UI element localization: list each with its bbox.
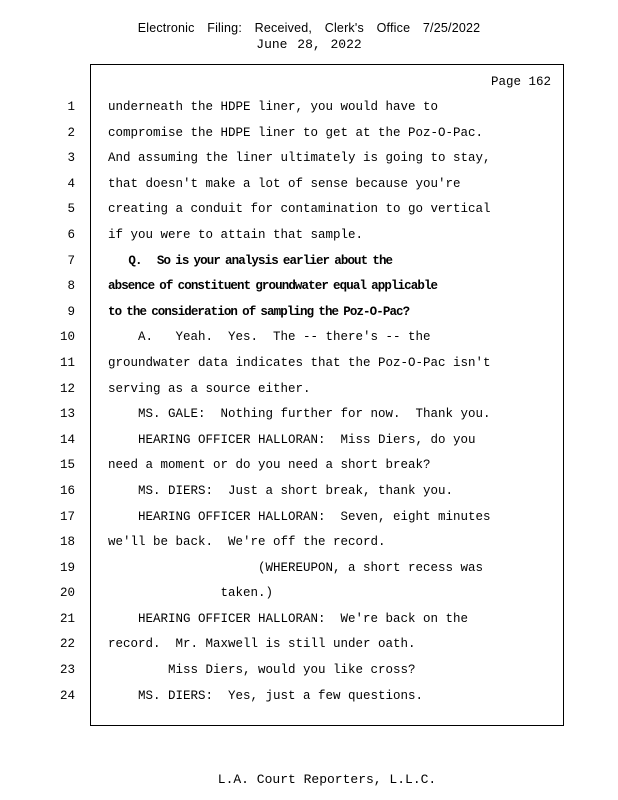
line-number: 11 xyxy=(59,355,75,370)
line-number: 4 xyxy=(67,176,75,191)
line-number: 21 xyxy=(59,611,75,626)
reporter-footer: L.A. Court Reporters, L.L.C. 312-419-929… xyxy=(90,740,564,800)
line-number: 17 xyxy=(59,509,75,524)
transcript-line: 8 absence of constituent groundwater equ… xyxy=(67,274,563,300)
transcript-line: 19 (WHEREUPON, a short recess was xyxy=(60,556,563,582)
page-number: Page 162 xyxy=(490,75,551,89)
line-text: we'll be back. We're off the record. xyxy=(108,535,386,550)
transcript-line: 10 A. Yeah. Yes. The -- there's -- the xyxy=(60,325,563,351)
line-text: that doesn't make a lot of sense because… xyxy=(108,176,461,191)
hearing-date: June 28, 2022 xyxy=(256,37,362,52)
line-text: A. Yeah. Yes. The -- there's -- the xyxy=(108,330,431,345)
transcript-box: Page 162 1 underneath the HDPE liner, yo… xyxy=(60,64,564,727)
line-number: 24 xyxy=(59,688,75,703)
line-text: MS. DIERS: Yes, just a few questions. xyxy=(108,688,424,703)
line-text: And assuming the liner ultimately is goi… xyxy=(108,151,491,166)
line-number: 7 xyxy=(67,253,75,268)
line-number: 5 xyxy=(67,202,75,217)
transcript-line: 4 that doesn't make a lot of sense becau… xyxy=(67,172,563,198)
filing-header: Electronic Filing: Received, Clerk's Off… xyxy=(0,0,618,52)
line-number: 15 xyxy=(59,458,75,473)
transcript-line: 3 And assuming the liner ultimately is g… xyxy=(67,146,563,172)
line-text: taken.) xyxy=(108,586,274,601)
transcript-line: 12 serving as a source either. xyxy=(60,377,563,403)
line-text: groundwater data indicates that the Poz-… xyxy=(108,355,491,370)
line-text: HEARING OFFICER HALLORAN: Seven, eight m… xyxy=(108,509,491,524)
line-text: (WHEREUPON, a short recess was xyxy=(108,560,484,575)
transcript-line: 7 Q. So is your analysis earlier about t… xyxy=(67,249,563,275)
line-text: HEARING OFFICER HALLORAN: We're back on … xyxy=(108,611,469,626)
line-number: 23 xyxy=(59,663,75,678)
line-text: HEARING OFFICER HALLORAN: Miss Diers, do… xyxy=(108,432,476,447)
transcript-line: 23 Miss Diers, would you like cross? xyxy=(60,658,563,684)
line-text: creating a conduit for contamination to … xyxy=(108,202,491,217)
line-text: need a moment or do you need a short bre… xyxy=(108,458,431,473)
transcript-line: 18 we'll be back. We're off the record. xyxy=(60,530,563,556)
line-number: 18 xyxy=(59,535,75,550)
transcript-line: 14 HEARING OFFICER HALLORAN: Miss Diers,… xyxy=(60,428,563,454)
line-text: Miss Diers, would you like cross? xyxy=(108,663,416,678)
line-number: 22 xyxy=(59,637,75,652)
transcript-line: 1 underneath the HDPE liner, you would h… xyxy=(67,95,563,121)
transcript-line: 11 groundwater data indicates that the P… xyxy=(60,351,563,377)
line-number: 12 xyxy=(59,381,75,396)
line-text: underneath the HDPE liner, you would hav… xyxy=(108,100,439,114)
line-number: 6 xyxy=(67,227,75,242)
transcript-line: 13 MS. GALE: Nothing further for now. Th… xyxy=(60,402,563,428)
line-text: MS. GALE: Nothing further for now. Thank… xyxy=(108,407,491,422)
transcript-line: 6 if you were to attain that sample. xyxy=(67,223,563,249)
line-text: MS. DIERS: Just a short break, thank you… xyxy=(108,483,454,498)
line-text: serving as a source either. xyxy=(108,381,311,396)
line-number: 8 xyxy=(67,279,75,294)
line-number: 10 xyxy=(59,330,75,345)
line-number: 2 xyxy=(67,125,75,140)
transcript-line: 9 to the consideration of sampling the P… xyxy=(67,300,563,326)
line-number: 20 xyxy=(59,586,75,601)
footer-company: L.A. Court Reporters, L.L.C. xyxy=(217,772,437,788)
line-number: 1 xyxy=(67,100,75,114)
line-number: 14 xyxy=(59,432,75,447)
transcript-line: 24 MS. DIERS: Yes, just a few questions. xyxy=(60,684,563,710)
line-text: Q. So is your analysis earlier about the xyxy=(108,253,393,268)
line-text: if you were to attain that sample. xyxy=(108,227,364,242)
transcript-line: 17 HEARING OFFICER HALLORAN: Seven, eigh… xyxy=(60,505,563,531)
line-text: absence of constituent groundwater equal… xyxy=(108,279,438,294)
transcript-line: 20 taken.) xyxy=(60,581,563,607)
transcript-line: 22 record. Mr. Maxwell is still under oa… xyxy=(60,632,563,658)
line-number: 16 xyxy=(59,483,75,498)
line-text: to the consideration of sampling the Poz… xyxy=(108,304,410,319)
line-text: compromise the HDPE liner to get at the … xyxy=(108,125,484,140)
line-number: 9 xyxy=(67,304,75,319)
transcript-line: 16 MS. DIERS: Just a short break, thank … xyxy=(60,479,563,505)
transcript-line: 5 creating a conduit for contamination t… xyxy=(67,197,563,223)
line-text: record. Mr. Maxwell is still under oath. xyxy=(108,637,416,652)
line-number: 13 xyxy=(59,407,75,422)
transcript-lines: 1 underneath the HDPE liner, you would h… xyxy=(60,95,563,710)
line-number: 19 xyxy=(59,560,75,575)
line-number: 3 xyxy=(67,151,75,166)
transcript-line: 21 HEARING OFFICER HALLORAN: We're back … xyxy=(60,607,563,633)
electronic-filing-stamp: Electronic Filing: Received, Clerk's Off… xyxy=(137,21,481,35)
transcript-line: 2 compromise the HDPE liner to get at th… xyxy=(67,121,563,147)
transcript-line: 15 need a moment or do you need a short … xyxy=(60,453,563,479)
